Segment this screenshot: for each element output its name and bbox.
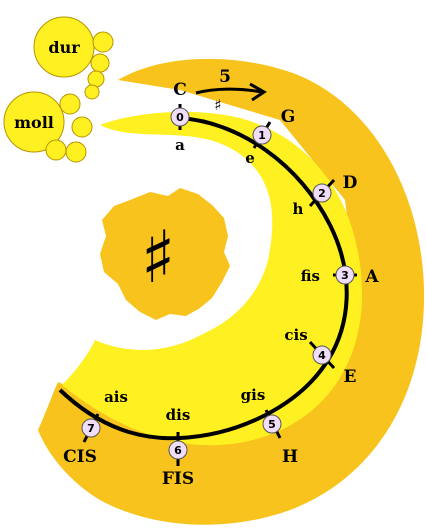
dur-dot: [92, 31, 114, 53]
major-key-label: D: [343, 173, 358, 193]
moll-dot: [71, 116, 93, 138]
node-circle: [81, 418, 101, 438]
node-number: 5: [268, 418, 276, 431]
minor-key-label: fis: [301, 267, 320, 285]
sharp-label: ♯: [214, 96, 221, 114]
key-node: 0 Ca: [170, 80, 190, 154]
major-key-label: CIS: [63, 447, 97, 467]
minor-key-label: ais: [104, 388, 128, 406]
moll-dot: [59, 93, 81, 115]
node-circle: [168, 440, 188, 460]
fifth-arrow: [195, 87, 263, 95]
dur-dot: [84, 84, 100, 100]
node-circle: [262, 414, 282, 434]
major-key-label: H: [282, 447, 298, 467]
minor-key-label: cis: [284, 326, 307, 344]
fifth-label: 5: [219, 67, 231, 87]
major-key-label: FIS: [162, 469, 194, 489]
dur-dot: [87, 70, 105, 88]
node-number: 4: [318, 349, 326, 362]
node-circle: [335, 265, 355, 285]
dur-label: dur: [48, 38, 80, 57]
center-blob: [100, 188, 230, 320]
node-number: 6: [174, 444, 182, 457]
moll-dot: [65, 141, 87, 163]
node-circle: [170, 107, 190, 127]
minor-key-label: a: [175, 136, 185, 154]
major-key-label: G: [281, 107, 296, 127]
center-sharp-icon: ♯: [141, 214, 176, 299]
major-key-label: E: [344, 367, 357, 387]
minor-key-label: e: [245, 149, 255, 167]
outer-ring: [38, 58, 425, 525]
node-circle: [312, 345, 332, 365]
key-node: 1 Ge: [245, 107, 295, 167]
moll-bubble: [3, 91, 65, 153]
node-number: 1: [258, 129, 266, 142]
fifth-arrow-head: [249, 82, 267, 102]
node-number: 7: [87, 422, 95, 435]
minor-key-label: h: [293, 200, 304, 218]
node-number: 2: [318, 187, 326, 200]
dur-dot: [90, 53, 110, 73]
moll-label: moll: [14, 113, 54, 132]
major-key-label: A: [364, 267, 379, 287]
moll-dot: [45, 139, 67, 161]
node-number: 0: [176, 111, 184, 124]
node-number: 3: [341, 269, 349, 282]
key-node: 2 Dh: [293, 173, 358, 218]
node-circle: [312, 183, 332, 203]
node-circle: [252, 125, 272, 145]
minor-key-label: dis: [166, 406, 191, 424]
inner-ring: [62, 111, 363, 446]
major-key-label: C: [173, 80, 187, 100]
minor-key-label: gis: [241, 386, 266, 404]
